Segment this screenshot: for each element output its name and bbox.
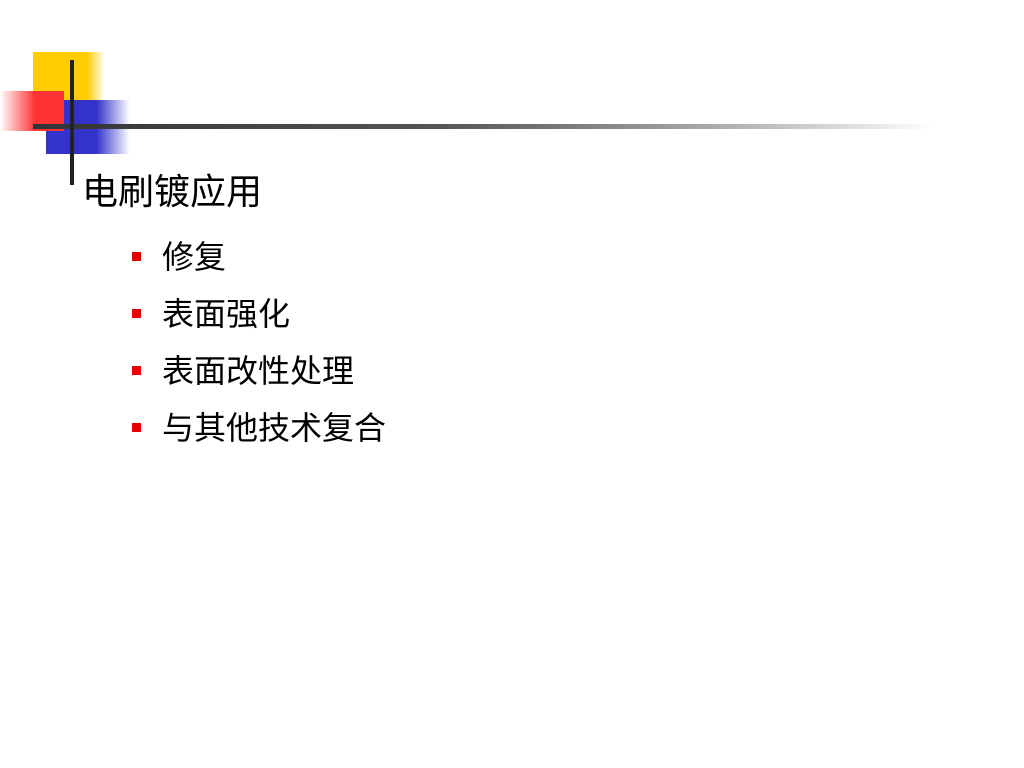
bullet-label: 与其他技术复合 — [162, 408, 387, 447]
square-bullet-icon — [132, 252, 141, 261]
square-bullet-icon — [132, 423, 141, 432]
list-item: 表面强化 — [132, 285, 386, 342]
title-decoration — [0, 52, 933, 185]
bullet-label: 表面改性处理 — [162, 351, 355, 390]
bullet-label: 表面强化 — [162, 294, 291, 333]
list-item: 修复 — [132, 228, 386, 285]
square-bullet-icon — [132, 366, 141, 375]
horizontal-rule — [33, 124, 933, 129]
vertical-rule — [70, 60, 74, 185]
bullet-label: 修复 — [162, 237, 227, 276]
list-item: 与其他技术复合 — [132, 399, 386, 456]
bullet-list: 修复 表面强化 表面改性处理 与其他技术复合 — [132, 228, 386, 456]
square-bullet-icon — [132, 309, 141, 318]
slide-title: 电刷镀应用 — [82, 172, 263, 213]
list-item: 表面改性处理 — [132, 342, 386, 399]
